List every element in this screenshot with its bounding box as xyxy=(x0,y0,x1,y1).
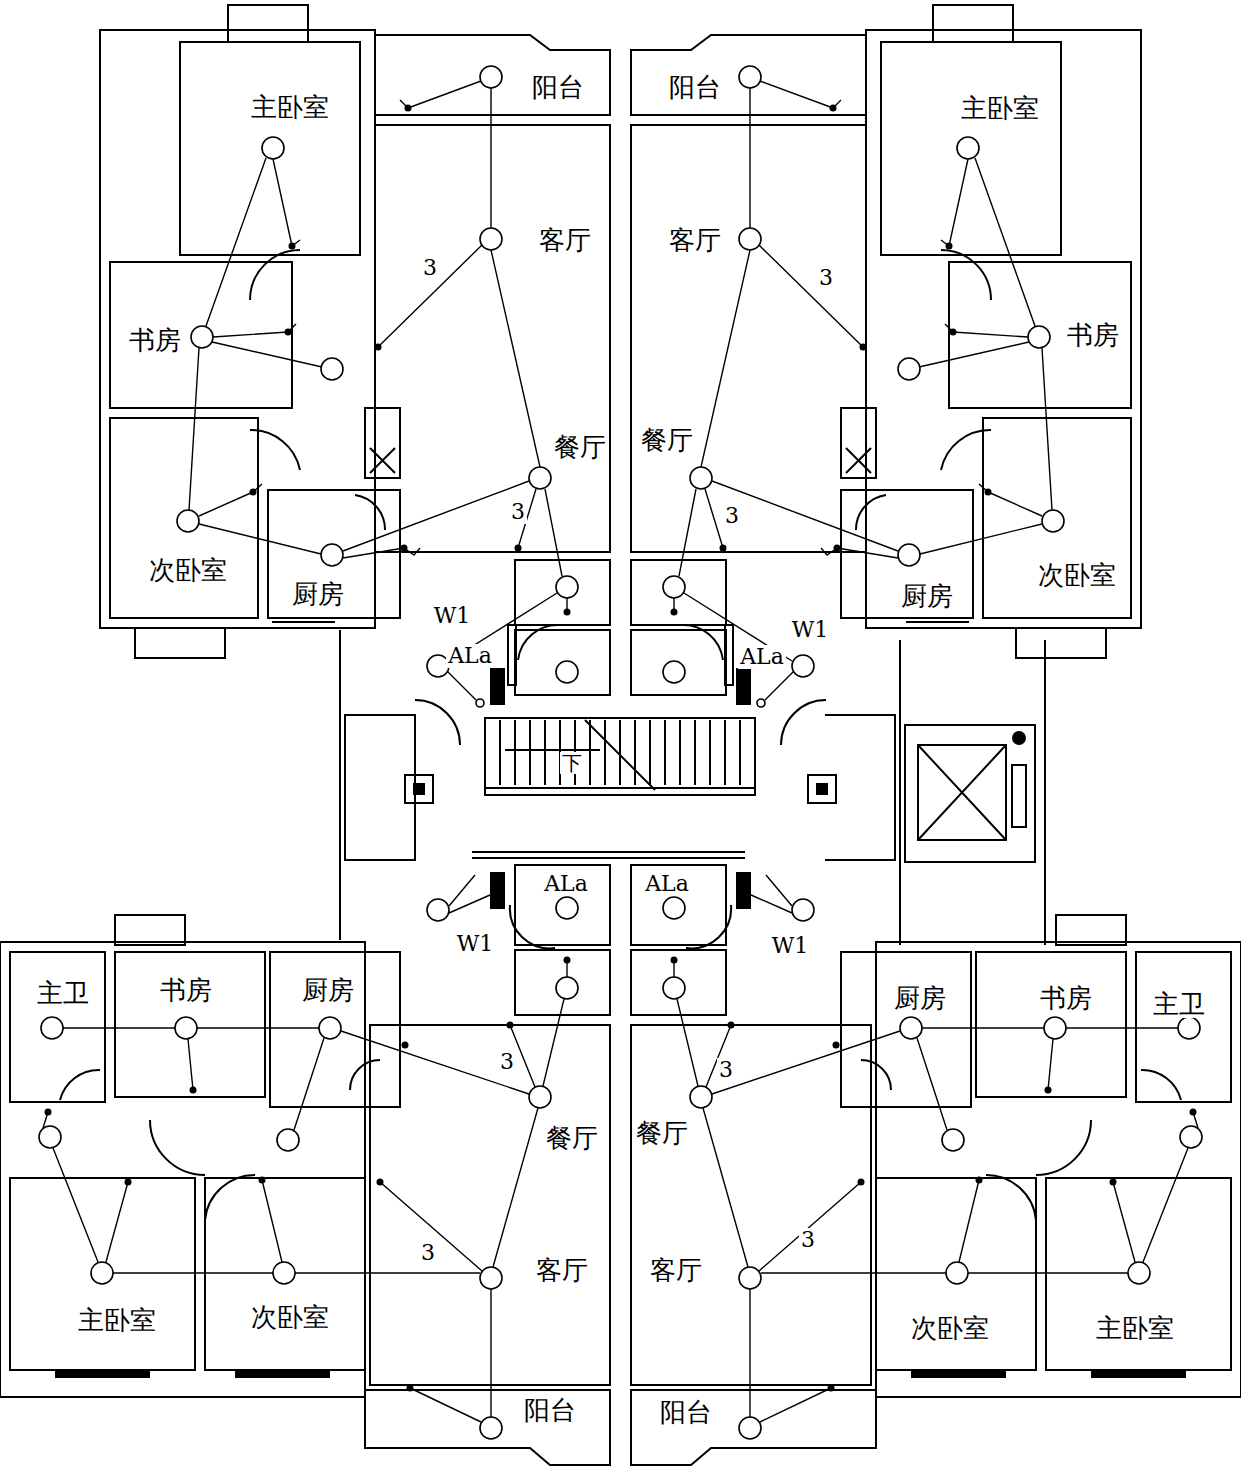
room-label: 3 xyxy=(419,1241,437,1265)
room-label: 书房 xyxy=(1065,321,1121,350)
room-label: 主卧室 xyxy=(249,93,331,122)
room-label: 3 xyxy=(717,1058,735,1082)
room-label: 阳台 xyxy=(530,73,586,102)
room-label: 厨房 xyxy=(300,976,356,1005)
room-label: 厨房 xyxy=(290,580,346,609)
room-label: 次卧室 xyxy=(147,556,229,585)
room-label: 3 xyxy=(509,500,527,524)
room-label: ALa xyxy=(542,872,590,896)
room-label: W1 xyxy=(770,934,811,958)
room-label: 客厅 xyxy=(534,1256,590,1285)
room-label: 客厅 xyxy=(648,1256,704,1285)
room-label: 主卧室 xyxy=(1094,1314,1176,1343)
room-label: 3 xyxy=(817,266,835,290)
room-label: ALa xyxy=(643,872,691,896)
room-label: 3 xyxy=(723,504,741,528)
room-label: 3 xyxy=(498,1050,516,1074)
room-label: 主卧室 xyxy=(959,94,1041,123)
room-label: 主卫 xyxy=(1151,990,1207,1019)
room-label: 书房 xyxy=(158,976,214,1005)
room-label: 餐厅 xyxy=(634,1119,690,1148)
room-label: 主卫 xyxy=(35,979,91,1008)
room-label: 阳台 xyxy=(658,1398,714,1427)
room-label: W1 xyxy=(432,604,473,628)
room-label: 厨房 xyxy=(892,984,948,1013)
room-label: 客厅 xyxy=(537,226,593,255)
room-label: 主卧室 xyxy=(76,1306,158,1335)
room-label: 3 xyxy=(421,256,439,280)
room-label: 餐厅 xyxy=(552,433,608,462)
room-label: 厨房 xyxy=(899,582,955,611)
room-label: 阳台 xyxy=(522,1396,578,1425)
room-label: 书房 xyxy=(127,326,183,355)
room-label: 次卧室 xyxy=(909,1314,991,1343)
room-label: 阳台 xyxy=(667,73,723,102)
room-label: 下 xyxy=(560,752,584,774)
room-label: 次卧室 xyxy=(249,1303,331,1332)
room-label: 3 xyxy=(799,1228,817,1252)
room-label: 书房 xyxy=(1038,984,1094,1013)
room-label: ALa xyxy=(738,645,786,669)
room-label: W1 xyxy=(455,932,496,956)
room-label: 餐厅 xyxy=(544,1124,600,1153)
room-label: ALa xyxy=(446,644,494,668)
room-label: 次卧室 xyxy=(1036,561,1118,590)
room-label: 客厅 xyxy=(667,226,723,255)
room-label: W1 xyxy=(790,618,831,642)
room-label: 餐厅 xyxy=(639,426,695,455)
